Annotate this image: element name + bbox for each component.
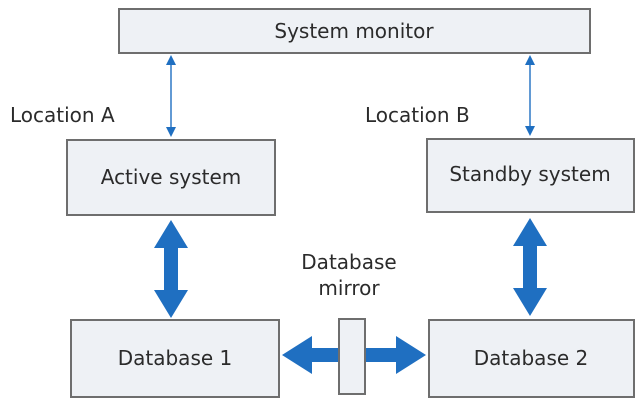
active-database-link-icon	[154, 220, 188, 318]
system-monitor-label: System monitor	[274, 19, 434, 43]
active-system-box: Active system	[66, 139, 276, 216]
location-b-label: Location B	[365, 103, 470, 127]
database-2-box: Database 2	[428, 319, 635, 398]
database-mirror-label-line1: Database	[301, 250, 396, 274]
active-system-label: Active system	[101, 165, 242, 189]
standby-system-label: Standby system	[449, 162, 610, 186]
database-mirror-block	[338, 318, 366, 395]
database-2-label: Database 2	[474, 346, 589, 370]
mirror-left-arrow-icon	[282, 336, 339, 374]
mirror-right-arrow-icon	[365, 336, 426, 374]
system-monitor-box: System monitor	[118, 8, 591, 54]
standby-database-link-icon	[513, 218, 547, 316]
database-1-box: Database 1	[70, 319, 280, 398]
location-a-label: Location A	[10, 103, 115, 127]
monitor-active-link-icon	[166, 55, 176, 137]
database-1-label: Database 1	[118, 346, 233, 370]
database-mirror-label-line2: mirror	[318, 276, 380, 300]
monitor-standby-link-icon	[525, 55, 535, 136]
standby-system-box: Standby system	[426, 138, 635, 213]
